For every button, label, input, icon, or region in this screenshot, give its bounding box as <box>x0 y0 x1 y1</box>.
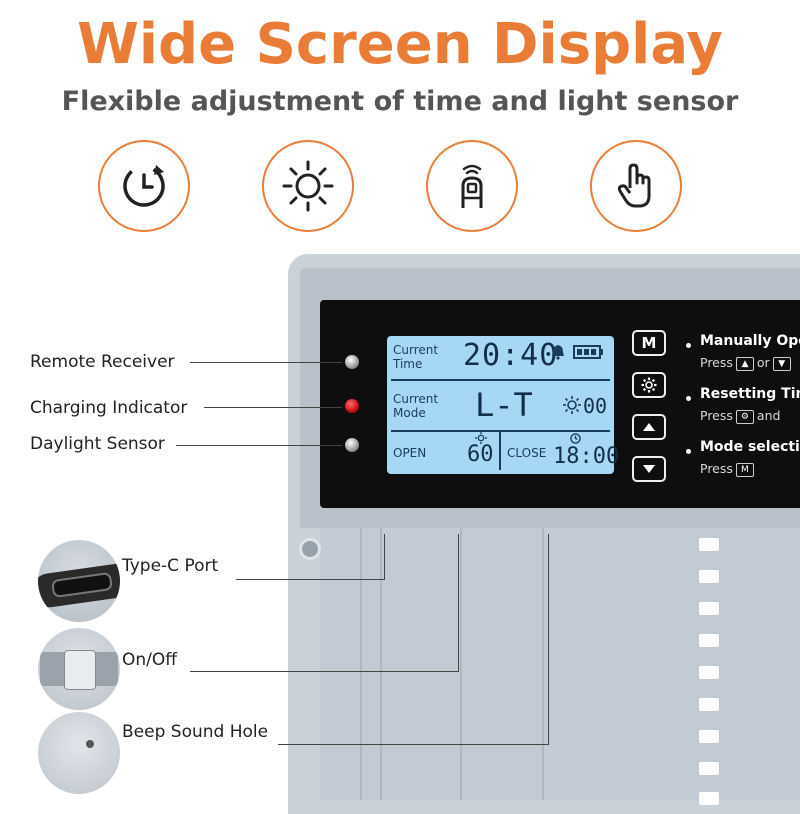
leader-line <box>176 445 342 446</box>
down-button[interactable] <box>632 456 666 482</box>
gear-key-icon: ⚙ <box>735 409 754 424</box>
instruction-press-text: Press <box>700 408 733 423</box>
callout-remote-receiver: Remote Receiver <box>30 352 175 372</box>
sensor-value: 00 <box>583 394 608 418</box>
sun-icon <box>282 160 334 212</box>
triangle-up-key-icon: ▲ <box>735 356 754 371</box>
beep-hole-thumbnail <box>38 712 120 794</box>
vent-slot <box>699 792 719 805</box>
mode-button[interactable]: M <box>632 330 666 356</box>
page-subtitle: Flexible adjustment of time and light se… <box>61 86 739 117</box>
instruction-desc: Press⚙and <box>700 408 780 424</box>
vent-slot <box>699 634 719 647</box>
device-lower-body <box>320 528 800 800</box>
current-mode-label-line1: Current <box>393 392 439 406</box>
close-label: CLOSE <box>507 446 547 460</box>
instruction-press-text: Press <box>700 461 733 476</box>
triangle-down-icon <box>643 465 655 473</box>
instruction-or-text: or <box>756 355 770 370</box>
lcd-display: Current Time 20:40 Current Mode L-T 00 O… <box>387 336 619 474</box>
feature-touch <box>590 140 682 232</box>
leader-line <box>190 362 342 363</box>
current-time-label-line1: Current <box>393 343 439 357</box>
touch-hand-icon <box>617 163 651 208</box>
instruction-title: Resetting Tin <box>700 386 800 402</box>
leader-line <box>278 744 548 745</box>
callout-on-off: On/Off <box>122 650 177 670</box>
leader-line <box>236 579 384 580</box>
instruction-title: Manually Ope <box>700 333 800 349</box>
gear-icon <box>641 377 657 393</box>
settings-button[interactable] <box>632 372 666 398</box>
mode-key-icon: M <box>735 462 754 477</box>
callout-type-c-port: Type-C Port <box>122 556 219 576</box>
triangle-up-icon <box>643 423 655 431</box>
callout-beep-sound-hole: Beep Sound Hole <box>122 722 269 742</box>
sun-small-icon <box>563 396 581 414</box>
instruction-and-text: and <box>756 408 781 423</box>
leader-line <box>548 534 549 745</box>
mode-value: L-T <box>475 386 533 424</box>
clock-timer-icon <box>123 165 165 207</box>
page-title: Wide Screen Display <box>77 12 723 77</box>
remote-receiver-sensor <box>345 355 359 369</box>
mode-button-label: M <box>641 334 657 352</box>
clock-close-icon <box>570 433 581 444</box>
feature-sun <box>262 140 354 232</box>
vent-slot <box>699 538 719 551</box>
alarm-bell-icon <box>552 345 564 360</box>
open-value: 60 <box>467 442 494 467</box>
charging-indicator-led <box>345 399 359 413</box>
vent-slot <box>699 570 719 583</box>
instruction-press-text: Press <box>700 355 733 370</box>
triangle-down-key-icon: ▼ <box>772 356 791 371</box>
instruction-title: Mode selectio <box>700 439 800 455</box>
type-c-port-thumbnail <box>38 540 120 622</box>
leader-line <box>190 671 458 672</box>
up-button[interactable] <box>632 414 666 440</box>
open-label: OPEN <box>393 446 427 460</box>
feature-clock <box>98 140 190 232</box>
battery-icon <box>573 345 603 359</box>
current-mode-label-line2: Mode <box>393 406 426 420</box>
vent-slot <box>699 602 719 615</box>
callout-charging-indicator: Charging Indicator <box>30 398 188 418</box>
vent-slot <box>699 666 719 679</box>
daylight-sensor <box>345 438 359 452</box>
close-value: 18:00 <box>553 444 620 469</box>
callout-daylight-sensor: Daylight Sensor <box>30 434 165 454</box>
current-time-label-line2: Time <box>393 357 423 371</box>
instruction-desc: Press▲or▼ <box>700 355 794 371</box>
leader-line <box>204 407 342 408</box>
mounting-screw <box>299 538 321 560</box>
feature-remote <box>426 140 518 232</box>
time-value: 20:40 <box>463 338 559 373</box>
leader-line <box>458 534 459 672</box>
leader-line <box>384 534 385 580</box>
on-off-thumbnail <box>38 628 120 710</box>
vent-slot <box>699 698 719 711</box>
vent-slot <box>699 762 719 775</box>
vent-slot <box>699 730 719 743</box>
remote-control-icon <box>461 164 483 208</box>
sun-open-icon <box>475 432 487 444</box>
